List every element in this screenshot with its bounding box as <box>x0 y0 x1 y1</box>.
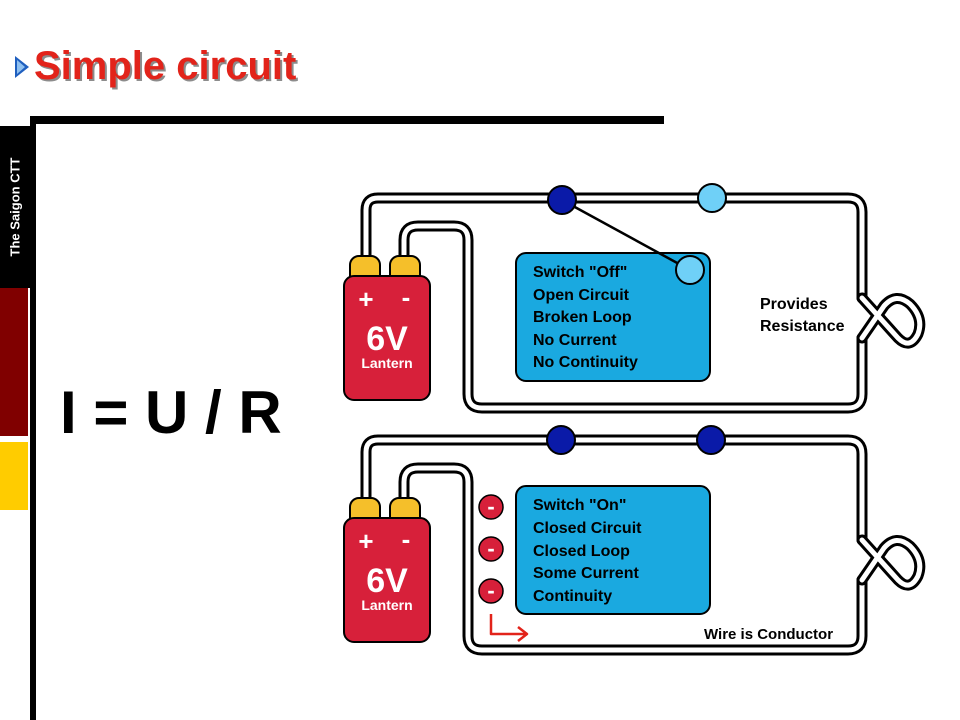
top-switch-tip-icon <box>675 255 705 285</box>
bottom-box-line-5: Continuity <box>533 588 612 605</box>
top-load-label-2: Resistance <box>760 318 845 335</box>
bottom-battery <box>343 517 431 643</box>
bottom-box-line-4: Some Current <box>533 565 639 582</box>
bottom-battery-minus: - <box>402 524 411 554</box>
bottom-switch-pivot-icon <box>546 425 576 455</box>
top-battery-voltage: 6V <box>366 320 408 358</box>
ohms-law-formula: I = U / R <box>60 379 282 446</box>
bottom-box-line-2: Closed Circuit <box>533 520 642 537</box>
wire-conductor-label: Wire is Conductor <box>704 626 833 643</box>
sidebar-block-black <box>0 126 30 288</box>
electron-icon <box>478 578 504 604</box>
top-box-line-3: Broken Loop <box>533 309 632 326</box>
top-box-line-1: Switch "Off" <box>533 264 627 281</box>
top-box-line-2: Open Circuit <box>533 287 630 304</box>
sidebar-block-red <box>0 288 28 436</box>
top-battery-type: Lantern <box>361 355 412 371</box>
top-box-line-5: No Continuity <box>533 354 638 371</box>
top-battery-minus: - <box>402 282 411 312</box>
top-switch-pivot-icon <box>547 185 577 215</box>
electron-symbol-3: - <box>487 578 494 603</box>
sidebar-block-yellow <box>0 442 28 510</box>
electron-symbol-2: - <box>487 536 494 561</box>
svg-text:Switch "Off" Open Circui: Switch "Off" Open Circuit Broken Loop No… <box>533 264 638 371</box>
electron-symbol-1: - <box>487 494 494 519</box>
sidebar-divider <box>30 116 36 720</box>
bottom-box-line-3: Closed Loop <box>533 543 630 560</box>
header-divider <box>30 116 664 124</box>
top-switch-lever <box>561 198 691 272</box>
top-battery-plus: + <box>358 284 373 314</box>
page-title: Simple circuit <box>34 44 297 88</box>
top-load-label-1: Provides <box>760 296 828 313</box>
bottom-info-box <box>515 485 711 615</box>
top-box-line-4: No Current <box>533 332 617 349</box>
top-info-box <box>515 252 711 382</box>
electron-icon <box>478 494 504 520</box>
top-battery <box>343 275 431 401</box>
bottom-battery-type: Lantern <box>361 597 412 613</box>
bottom-battery-plus: + <box>358 526 373 556</box>
bottom-battery-voltage: 6V <box>366 562 408 600</box>
svg-text:Provides Resistance: Provides Resistance <box>760 296 845 335</box>
current-arrow-icon <box>489 614 529 642</box>
bottom-box-line-1: Switch "On" <box>533 497 626 514</box>
title-bullet-icon <box>12 54 32 85</box>
top-switch-contact-icon <box>697 183 727 213</box>
bottom-circuit: + - 6V Lantern - - - Switch "On" Closed … <box>343 425 926 656</box>
electron-icon <box>478 536 504 562</box>
top-circuit: + - 6V Lantern Switch "Off" Open Circuit… <box>343 183 926 414</box>
bottom-switch-contact-icon <box>696 425 726 455</box>
svg-text:Switch "On" Closed Circu: Switch "On" Closed Circuit Closed Loop S… <box>533 497 646 605</box>
